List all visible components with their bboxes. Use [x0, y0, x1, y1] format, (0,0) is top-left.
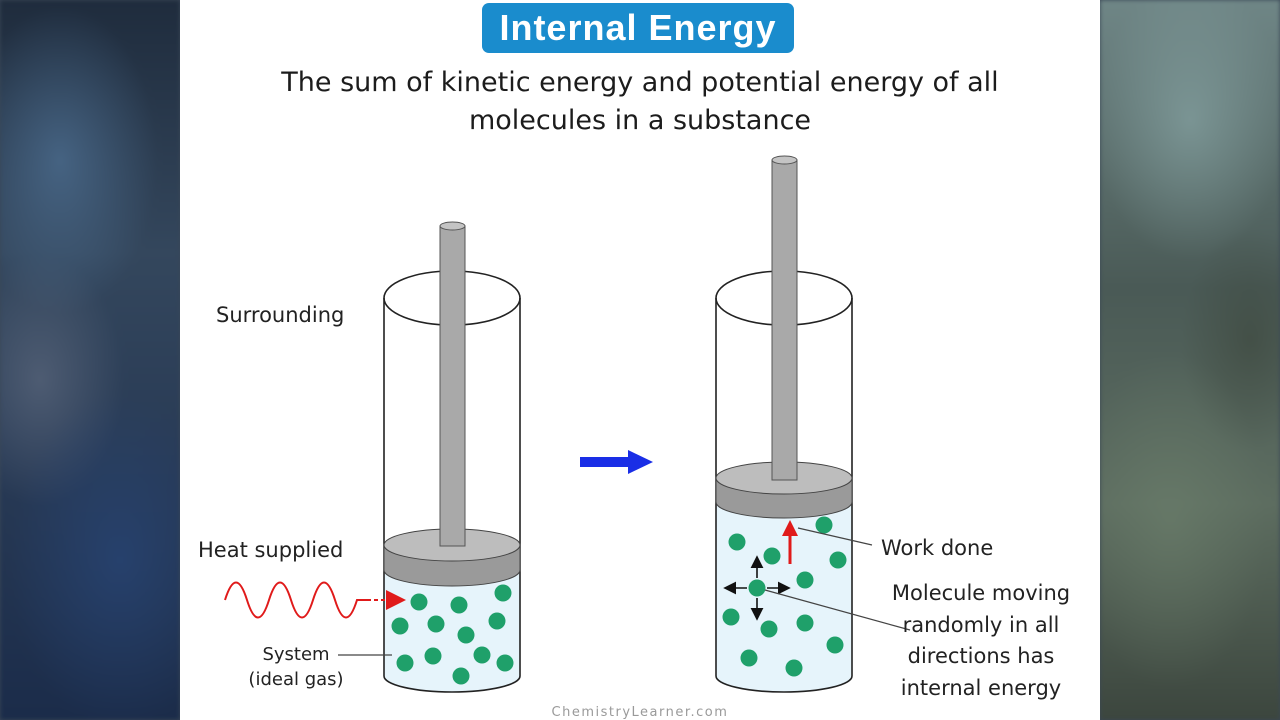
- left-piston: [383, 221, 521, 587]
- wave-icon: [224, 581, 406, 619]
- subtitle: The sum of kinetic energy and potential …: [281, 67, 999, 136]
- molecule-pointer-line: [764, 589, 911, 631]
- up-arrow-icon: [782, 520, 798, 564]
- diagram-panel: [180, 0, 1100, 720]
- right-cylinder: [715, 155, 853, 693]
- right-molecules: [722, 516, 847, 677]
- title-badge: Internal Energy: [482, 3, 794, 53]
- right-gas-region: [716, 500, 852, 692]
- page-title: Internal Energy: [499, 7, 777, 48]
- four-way-arrow-icon: [723, 555, 791, 621]
- molecule-label: Molecule moving randomly in all directio…: [891, 581, 1071, 700]
- right-arrow-icon: [580, 450, 653, 474]
- left-molecules: [391, 584, 514, 685]
- surrounding-label: Surrounding: [216, 303, 345, 327]
- watermark: ChemistryLearner.com: [551, 705, 729, 720]
- blurred-background-left: [0, 0, 180, 720]
- work-done-label: Work done: [881, 536, 994, 560]
- system-label: System (ideal gas): [248, 644, 344, 690]
- heat-supplied-label: Heat supplied: [198, 538, 344, 562]
- right-piston: [715, 155, 853, 519]
- left-cylinder: [383, 221, 521, 693]
- work-pointer-line: [797, 527, 873, 546]
- blurred-background-right: [1100, 0, 1280, 720]
